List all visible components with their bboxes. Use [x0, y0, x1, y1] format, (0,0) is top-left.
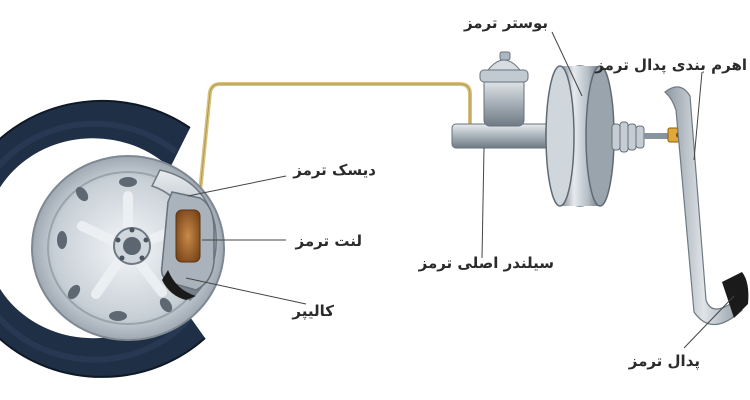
- brake-pedal-assembly: [664, 86, 749, 326]
- caliper-assembly: [150, 169, 217, 301]
- pedal-pad: [722, 272, 749, 318]
- brake-booster: [545, 65, 691, 207]
- label-master-cylinder: سیلندر اصلی ترمز: [418, 254, 554, 272]
- master-cylinder: [451, 51, 553, 149]
- label-booster: بوستر ترمز: [463, 14, 548, 32]
- label-brake-disc: دیسک ترمز: [292, 161, 376, 179]
- label-caliper: کالیپر: [291, 302, 334, 321]
- brake-pad: [175, 209, 201, 263]
- leader-lines: [185, 31, 735, 349]
- brake-fluid-line: [196, 82, 472, 213]
- label-brake-pedal: پدال ترمز: [628, 352, 700, 371]
- label-pedal-linkage: اهرم بندی پدال ترمز: [594, 56, 747, 75]
- label-brake-pad: لنت ترمز: [295, 232, 362, 250]
- tire: [0, 100, 205, 377]
